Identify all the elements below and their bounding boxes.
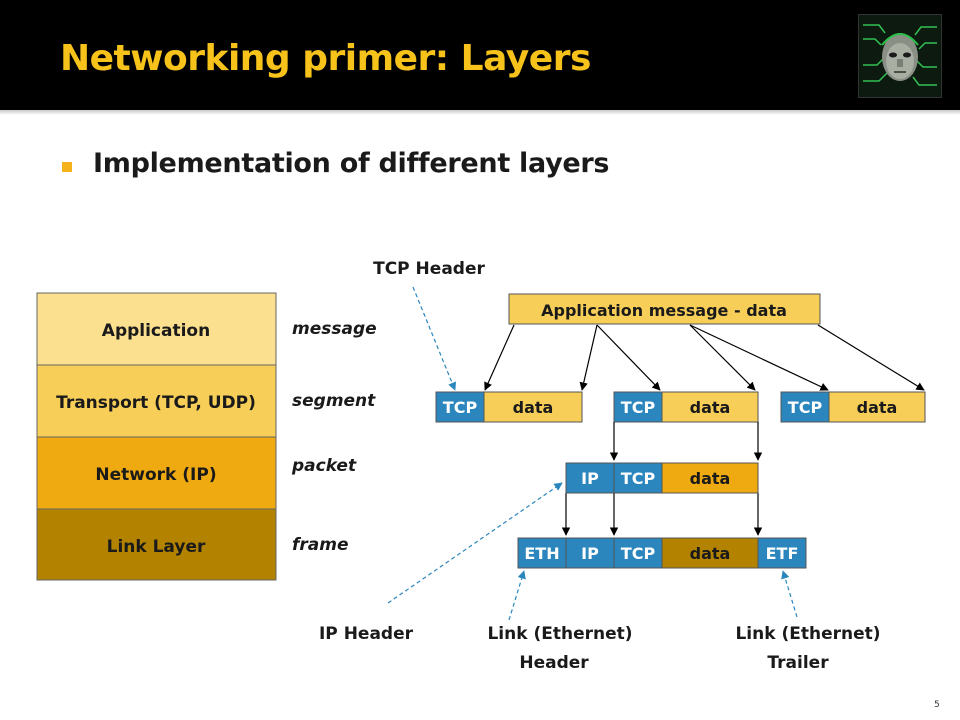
segment2-tcp-label: TCP [621, 398, 656, 417]
title-bar [0, 0, 960, 110]
logo-image [858, 14, 942, 98]
callout-ip-header: IP Header [319, 624, 414, 644]
arrow-seg3-end [817, 324, 925, 391]
bullet-text: Implementation of different layers [93, 148, 610, 179]
packet-data [661, 462, 759, 494]
layer-network-label: Network (IP) [95, 465, 216, 485]
segment-row: TCP data TCP data TCP data [435, 391, 926, 423]
packet-row: IP TCP data [565, 462, 759, 494]
segment3-tcp-label: TCP [788, 398, 823, 417]
segment1-tcp-header [435, 391, 485, 423]
callout-tcp-header: TCP Header [373, 259, 485, 279]
app-message-label: Application message - data [541, 301, 787, 320]
encapsulation-arrows [561, 422, 763, 536]
segment1-data-label: data [513, 398, 554, 417]
frame-row: ETH IP TCP data ETF [517, 537, 807, 569]
segmentation-arrows [484, 324, 925, 391]
bullet-marker [62, 162, 72, 172]
unit-frame: frame [292, 535, 349, 555]
title-divider [0, 110, 960, 115]
slide-title: Networking primer: Layers [60, 38, 591, 79]
callout-arrows [387, 286, 798, 621]
packet-ip-header [565, 462, 615, 494]
frame-etf-label: ETF [766, 544, 799, 563]
frame-data-label: data [690, 544, 731, 563]
layer-application-label: Application [102, 321, 210, 341]
unit-message: message [292, 319, 377, 339]
packet-data-label: data [690, 469, 731, 488]
packet-tcp-header [613, 462, 663, 494]
arrow-seg2-end [689, 324, 756, 391]
callout-link-trailer-line2: Trailer [767, 653, 829, 673]
callout-ip-header-line [387, 482, 563, 604]
frame-tcp-label: TCP [621, 544, 656, 563]
frame-etf-trailer [757, 537, 807, 569]
segment1-data [483, 391, 583, 423]
frame-ip-label: IP [581, 544, 599, 563]
callout-link-header-line1: Link (Ethernet) [487, 624, 632, 644]
frame-ip-header [565, 537, 615, 569]
callout-link-trailer-line1: Link (Ethernet) [735, 624, 880, 644]
arrow-seg2-start [596, 324, 661, 391]
segment3-tcp-header [780, 391, 830, 423]
frame-data [661, 537, 759, 569]
segment3-data [828, 391, 926, 423]
packet-ip-label: IP [581, 469, 599, 488]
callout-link-trailer-line [781, 570, 798, 618]
unit-labels: message segment packet frame [291, 319, 377, 555]
page-number: 5 [934, 700, 940, 710]
layer-application-box [36, 292, 277, 366]
layer-link-label: Link Layer [107, 537, 206, 557]
arrow-seg1-start [484, 324, 515, 391]
segment3-data-label: data [857, 398, 898, 417]
unit-segment: segment [292, 391, 376, 411]
layer-network-box [36, 436, 277, 510]
callout-link-header-line [508, 570, 526, 621]
packet-tcp-label: TCP [621, 469, 656, 488]
app-message-box [508, 293, 821, 325]
callout-tcp-header-line [412, 286, 457, 391]
frame-tcp-header [613, 537, 663, 569]
layer-stack: Application Transport (TCP, UDP) Network… [36, 292, 277, 581]
layer-link-box [36, 508, 277, 581]
layer-transport-label: Transport (TCP, UDP) [56, 393, 256, 413]
arrow-seg1-end [579, 324, 598, 391]
arrow-seg3-start [689, 324, 829, 391]
callout-link-header-line2: Header [519, 653, 589, 673]
callout-labels: TCP Header IP Header Link (Ethernet) Hea… [319, 259, 881, 673]
unit-packet: packet [291, 456, 357, 476]
segment2-data [661, 391, 759, 423]
segment1-tcp-label: TCP [443, 398, 478, 417]
segment2-data-label: data [690, 398, 731, 417]
frame-eth-header [517, 537, 567, 569]
frame-eth-label: ETH [524, 544, 559, 563]
